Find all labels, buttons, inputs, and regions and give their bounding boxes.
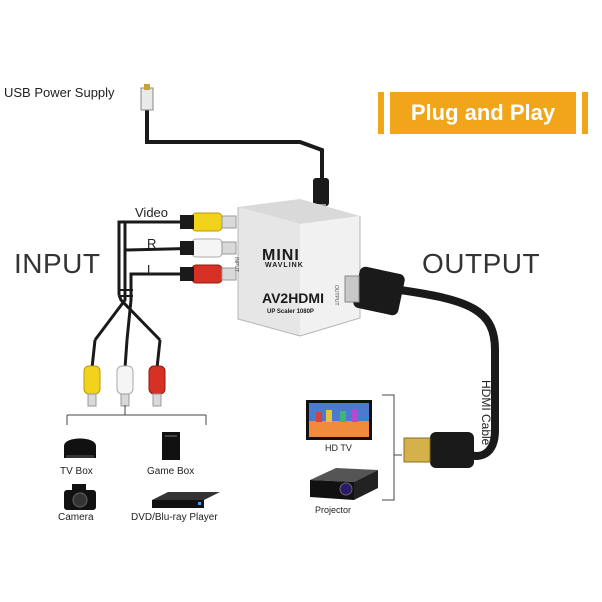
device-brand: MINI bbox=[262, 247, 300, 264]
camera-icon bbox=[64, 484, 96, 510]
projector-icon bbox=[310, 468, 378, 500]
output-label: OUTPUT bbox=[422, 248, 541, 279]
input-label: INPUT bbox=[14, 248, 101, 279]
device-sub-brand: WAVLINK bbox=[265, 262, 304, 269]
device-scaler: UP Scaler 1080P bbox=[267, 309, 314, 315]
source-game-box: Game Box bbox=[147, 466, 195, 477]
device-input-port-label: INPUT bbox=[233, 257, 239, 272]
usb-power-label: USB Power Supply bbox=[4, 85, 115, 100]
source-dvd-player: DVD/Blu-ray Player bbox=[131, 512, 218, 523]
source-camera: Camera bbox=[58, 512, 94, 523]
source-bracket bbox=[66, 405, 207, 425]
display-bracket bbox=[382, 394, 402, 501]
hdmi-cable bbox=[344, 266, 499, 468]
rca-plugs-box bbox=[180, 212, 237, 284]
hdmi-cable-label: HDMI Cable bbox=[479, 380, 493, 446]
rca-plugs-loose bbox=[83, 365, 166, 407]
badge-bar-right bbox=[582, 92, 588, 134]
badge-bar-left bbox=[378, 92, 384, 134]
device-title: AV2HDMI bbox=[262, 290, 324, 306]
display-projector: Projector bbox=[315, 505, 352, 515]
left-audio-label: L bbox=[147, 262, 155, 277]
right-audio-label: R bbox=[147, 236, 157, 251]
device-output-port-label: OUTPUT bbox=[333, 285, 339, 306]
plug-and-play-badge: Plug and Play bbox=[378, 92, 588, 134]
hd-tv-icon bbox=[306, 400, 372, 440]
dvd-player-icon bbox=[152, 492, 220, 508]
usb-cable bbox=[140, 84, 329, 214]
game-box-icon bbox=[162, 432, 180, 460]
badge-text: Plug and Play bbox=[390, 92, 576, 134]
display-hd-tv: HD TV bbox=[325, 443, 352, 453]
converter-box bbox=[237, 199, 361, 337]
video-label: Video bbox=[135, 205, 169, 220]
source-tv-box: TV Box bbox=[60, 466, 93, 477]
tv-box-icon bbox=[64, 438, 96, 458]
